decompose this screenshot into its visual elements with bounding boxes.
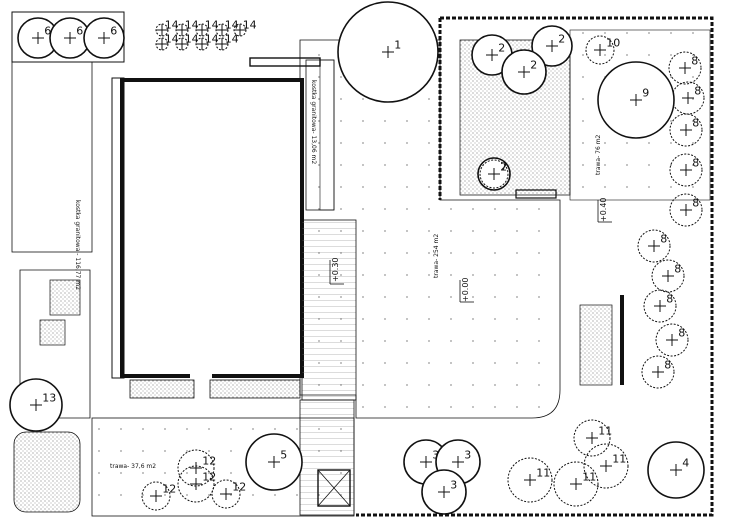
plant-number-label: 14: [225, 33, 239, 46]
plant-number-label: 9: [642, 87, 649, 100]
plant-symbol-11: 11: [573, 419, 612, 457]
plant-symbol-9: 9: [597, 61, 675, 139]
plant-symbol-5: 5: [245, 433, 303, 491]
plant-number-label: 8: [666, 293, 673, 306]
plant-number-label: 5: [280, 449, 287, 462]
plant-number-label: 8: [660, 233, 667, 246]
plant-symbol-1: 1: [337, 1, 439, 103]
area-label-lawn-bottom: trawa- 37,6 m2: [110, 463, 156, 470]
plant-number-label: 4: [682, 457, 689, 470]
area-label-lawn-small: trawa- 76 m2: [595, 134, 602, 175]
area-label-gravel-top: kostka granitowa- 13,06 m2: [310, 80, 317, 164]
plant-number-label: 12: [202, 471, 216, 484]
plant-symbol-14: 14: [215, 33, 239, 51]
plant-symbol-12: 12: [177, 465, 216, 503]
plant-symbol-8: 8: [643, 289, 677, 323]
plant-symbol-14: 14: [215, 19, 239, 37]
plant-symbol-14: 14: [233, 19, 257, 37]
plant-symbol-8: 8: [669, 193, 703, 227]
plant-symbol-8: 8: [651, 259, 685, 293]
plant-symbol-2: 2: [501, 49, 547, 95]
plant-number-label: 14: [185, 19, 199, 32]
plant-number-label: 14: [165, 19, 179, 32]
area-label-lawn-main: trawa- 254 m2: [433, 234, 440, 278]
plant-symbol-12: 12: [141, 481, 176, 511]
plant-number-label: 2: [558, 33, 565, 46]
plant-symbol-8: 8: [637, 229, 671, 263]
planters: [129, 57, 335, 399]
plant-number-label: 3: [464, 449, 471, 462]
plant-number-label: 14: [205, 19, 219, 32]
plant-symbol-11: 11: [507, 457, 553, 503]
elevation-terrace: +0.30: [331, 257, 340, 282]
plant-symbol-14: 14: [195, 33, 219, 51]
plant-symbol-7: 7: [479, 159, 509, 189]
plant-number-label: 2: [530, 59, 537, 72]
plant-number-label: 8: [691, 55, 698, 68]
plant-number-label: 11: [582, 471, 596, 484]
plant-number-label: 14: [225, 19, 239, 32]
plant-symbol-6: 6: [83, 17, 125, 59]
plant-number-label: 14: [185, 33, 199, 46]
plant-number-label: 14: [243, 19, 257, 32]
plant-symbol-14: 14: [155, 33, 179, 51]
elevation-lawn: +0.00: [461, 277, 470, 302]
plant-number-label: 12: [202, 455, 216, 468]
plant-number-label: 13: [42, 392, 56, 405]
plant-symbol-3: 3: [421, 469, 467, 515]
plant-symbol-6: 6: [49, 17, 91, 59]
plant-symbol-8: 8: [655, 323, 689, 357]
plant-number-label: 11: [612, 453, 626, 466]
plant-symbol-11: 11: [583, 443, 629, 489]
plant-symbol-14: 14: [155, 19, 179, 37]
plant-number-label: 7: [500, 161, 507, 174]
plant-number-label: 12: [232, 481, 246, 494]
plant-number-label: 14: [205, 33, 219, 46]
plant-number-label: 8: [694, 85, 701, 98]
plant-symbol-8: 8: [668, 51, 702, 85]
plant-number-label: 6: [76, 25, 83, 38]
area-label-gravel-left: kostka granitowa - 116,77 m2: [74, 200, 81, 290]
plant-number-label: 6: [110, 25, 117, 38]
plant-symbol-13: 13: [9, 378, 63, 432]
plant-symbol-8: 8: [669, 113, 703, 147]
plant-number-label: 3: [450, 479, 457, 492]
plant-number-label: 8: [692, 117, 699, 130]
plant-number-label: 12: [162, 483, 176, 496]
plant-number-label: 6: [44, 25, 51, 38]
plant-number-label: 11: [598, 425, 612, 438]
elevation-right-bed: +0.40: [599, 197, 608, 222]
plant-number-label: 10: [606, 37, 620, 50]
plant-number-label: 8: [674, 263, 681, 276]
plant-symbol-8: 8: [641, 355, 675, 389]
plant-number-label: 2: [500, 161, 507, 174]
plant-symbol-14: 14: [175, 19, 199, 37]
plant-number-label: 8: [664, 359, 671, 372]
plant-number-label: 8: [692, 157, 699, 170]
plant-number-label: 14: [165, 33, 179, 46]
plant-symbol-4: 4: [647, 441, 705, 499]
plant-number-label: 2: [498, 42, 505, 55]
plant-symbol-12: 12: [211, 479, 246, 509]
plant-symbol-8: 8: [669, 153, 703, 187]
plant-number-label: 3: [432, 449, 439, 462]
plant-number-label: 11: [536, 467, 550, 480]
plant-symbol-14: 14: [175, 33, 199, 51]
plant-symbol-10: 10: [585, 35, 620, 65]
plant-symbol-2: 2: [531, 25, 573, 67]
plant-symbol-12: 12: [177, 449, 216, 487]
plant-number-label: 1: [394, 39, 401, 52]
house-outline: [111, 77, 304, 379]
plant-symbol-14: 14: [195, 19, 219, 37]
elevation-marks: +0.30 +0.00 +0.40: [329, 197, 612, 303]
plant-number-label: 8: [678, 327, 685, 340]
plant-number-label: 8: [692, 197, 699, 210]
terrace-deck: [299, 219, 357, 516]
